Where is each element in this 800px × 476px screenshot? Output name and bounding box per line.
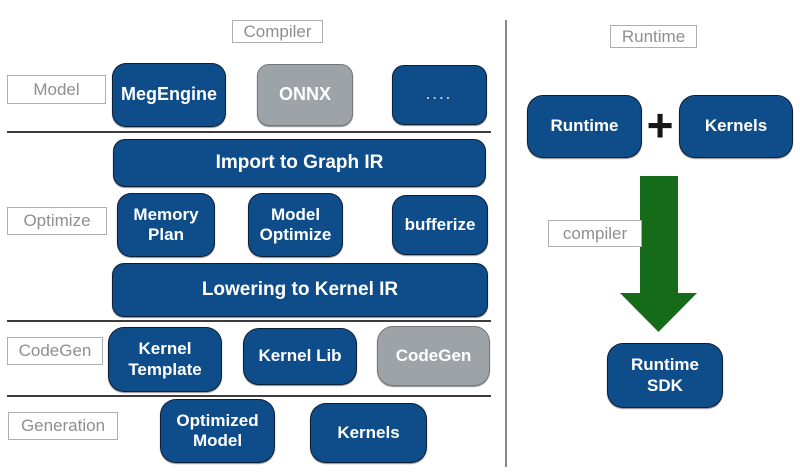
plus-icon: + xyxy=(646,99,674,151)
node-kernel-template: Kernel Template xyxy=(108,327,222,392)
panel-divider xyxy=(505,20,507,467)
separator-optimize-row xyxy=(7,320,491,322)
row-label-optimize: Optimize xyxy=(7,207,107,235)
node-onnx: ONNX xyxy=(257,64,353,126)
node-runtime: Runtime xyxy=(527,95,642,158)
node-runtime-kernels: Kernels xyxy=(679,95,793,158)
node-optimized-model: Optimized Model xyxy=(160,399,275,463)
row-label-generation: Generation xyxy=(8,412,118,440)
node-kernels-output: Kernels xyxy=(310,403,427,463)
arrow-label-compiler: compiler xyxy=(548,220,642,247)
node-kernel-lib: Kernel Lib xyxy=(243,328,357,385)
down-arrow-icon xyxy=(620,176,697,332)
node-runtime-sdk: Runtime SDK xyxy=(607,343,723,408)
node-import-graph-ir: Import to Graph IR xyxy=(113,139,486,187)
separator-model-row xyxy=(7,131,491,133)
row-label-model: Model xyxy=(7,75,106,104)
separator-codegen-row xyxy=(7,395,491,397)
runtime-section-title: Runtime xyxy=(610,25,697,48)
node-bufferize: bufferize xyxy=(392,195,488,255)
row-label-codegen: CodeGen xyxy=(7,337,103,365)
node-lowering-kernel-ir: Lowering to Kernel IR xyxy=(112,263,488,317)
ellipsis-text: .... xyxy=(426,87,453,103)
node-memory-plan: Memory Plan xyxy=(117,193,215,257)
node-model-optimize: Model Optimize xyxy=(248,193,343,257)
node-megengine: MegEngine xyxy=(112,63,226,127)
node-codegen: CodeGen xyxy=(377,326,490,386)
node-more-frontends: .... xyxy=(392,65,487,125)
compiler-section-title: Compiler xyxy=(232,20,323,43)
